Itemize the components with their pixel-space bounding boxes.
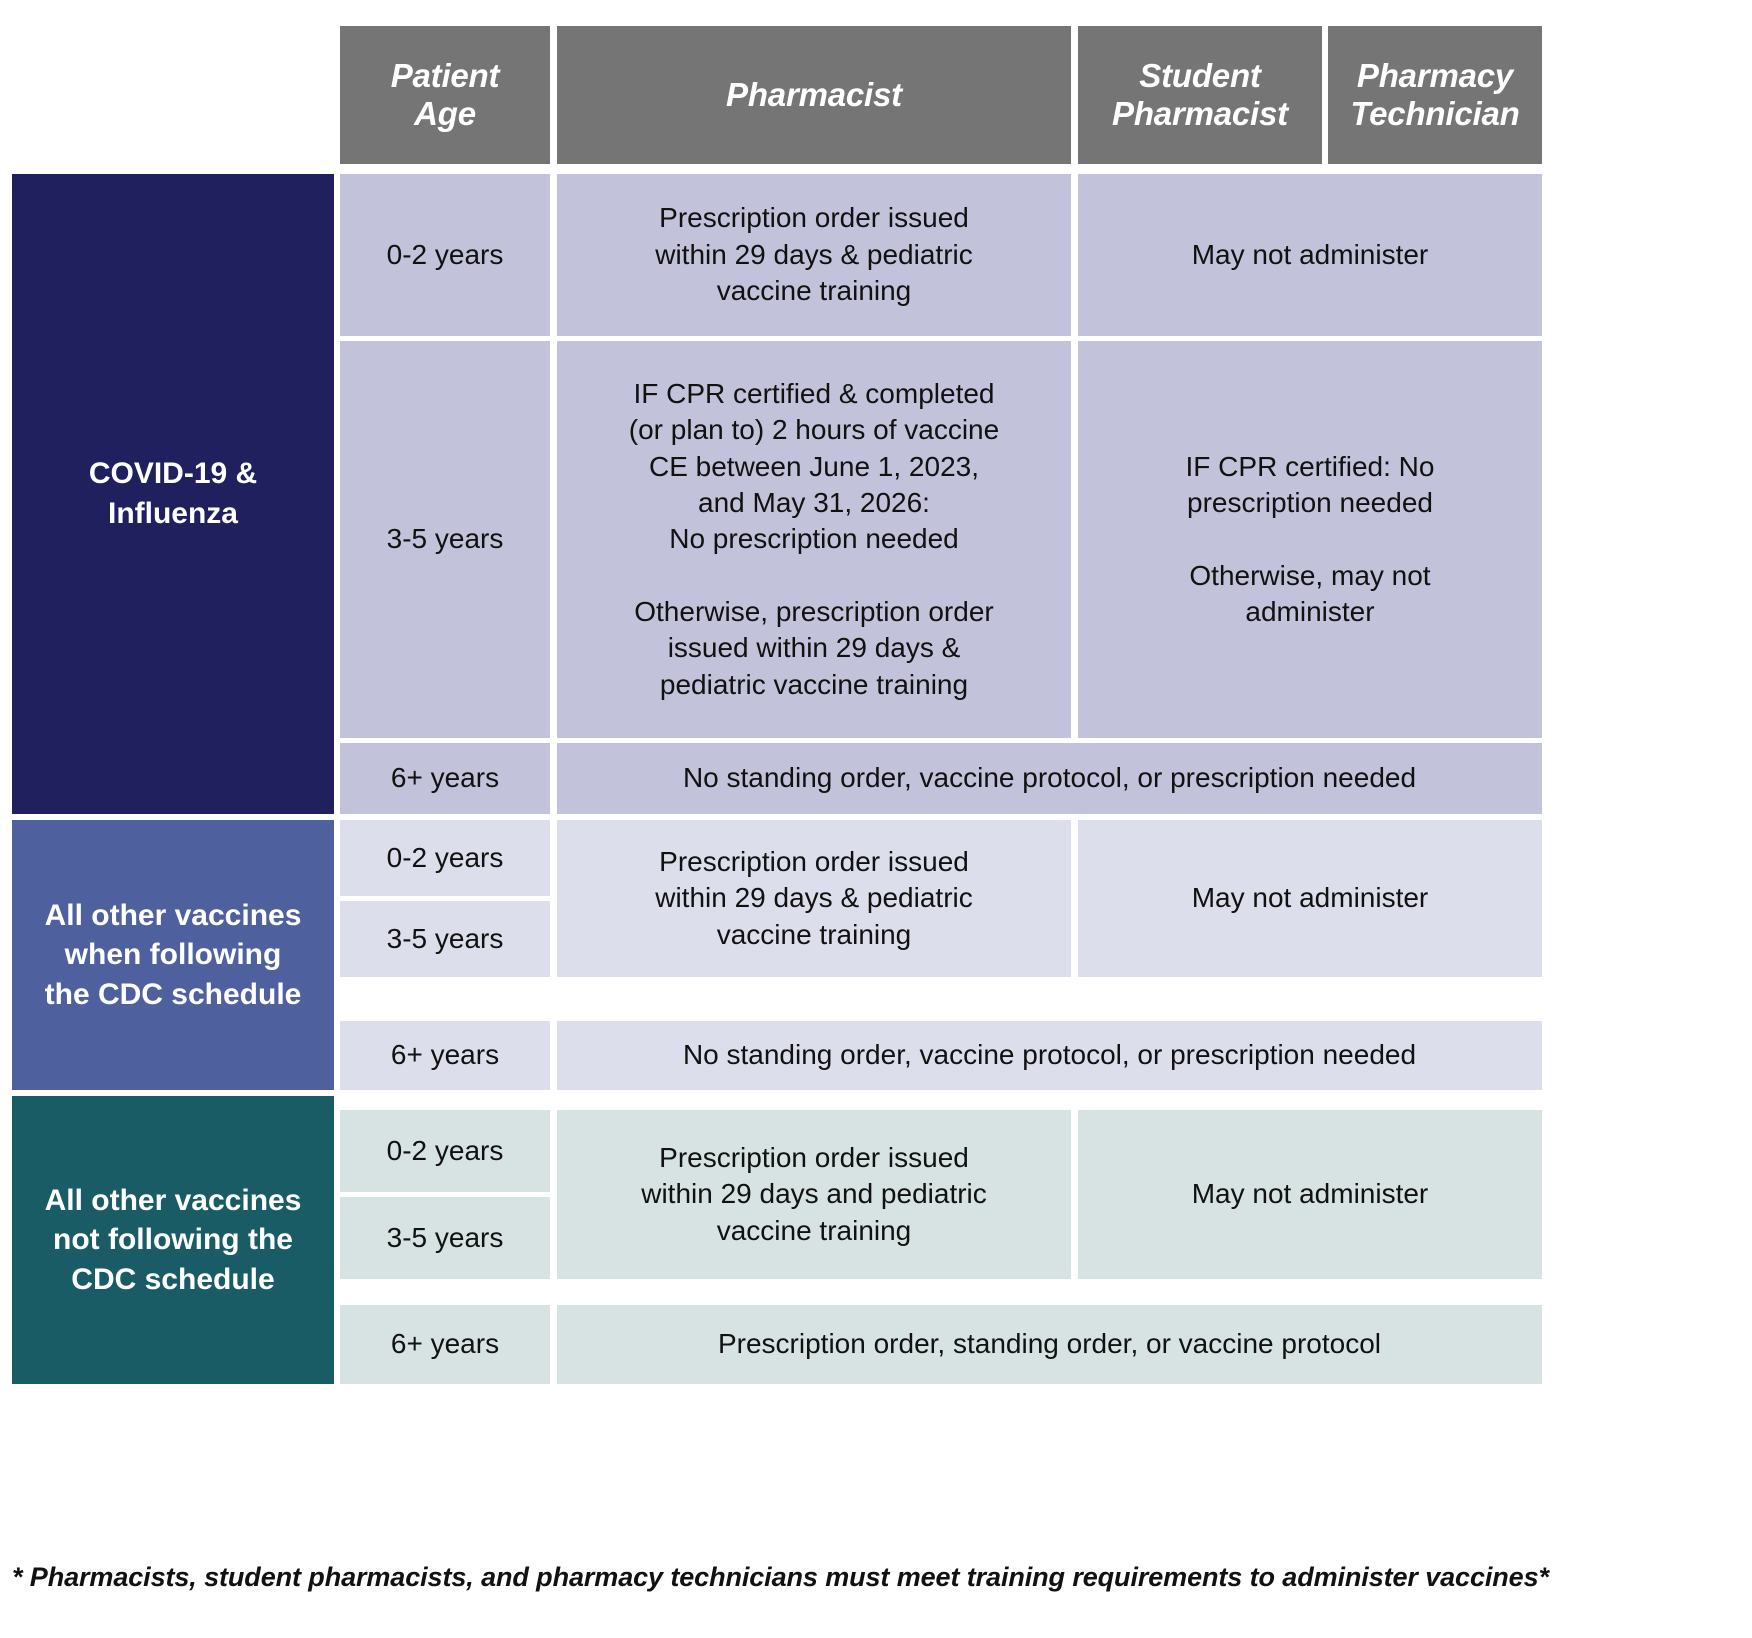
- noncdc-age-3-5: 3-5 years: [340, 1197, 550, 1279]
- covid-age-6-plus: 6+ years: [340, 743, 550, 814]
- noncdc-age-6-plus: 6+ years: [340, 1305, 550, 1384]
- noncdc-student-and-tech-0-5: May not administer: [1078, 1110, 1542, 1279]
- covid-pharmacist-3-5: IF CPR certified & completed (or plan to…: [557, 341, 1071, 738]
- category-covid-influenza: COVID-19 & Influenza: [12, 174, 334, 814]
- noncdc-pharmacist-0-5: Prescription order issued within 29 days…: [557, 1110, 1071, 1279]
- category-other-vaccines-cdc: All other vaccines when following the CD…: [12, 820, 334, 1090]
- covid-age-3-5: 3-5 years: [340, 341, 550, 738]
- category-other-vaccines-not-cdc: All other vaccines not following the CDC…: [12, 1096, 334, 1384]
- covid-pharmacist-0-2: Prescription order issued within 29 days…: [557, 174, 1071, 336]
- cdc-pharmacist-0-5: Prescription order issued within 29 days…: [557, 820, 1071, 977]
- header-pharmacy-technician: Pharmacy Technician: [1328, 26, 1542, 164]
- noncdc-all-roles-6-plus: Prescription order, standing order, or v…: [557, 1305, 1542, 1384]
- cdc-age-3-5: 3-5 years: [340, 901, 550, 977]
- cdc-age-6-plus: 6+ years: [340, 1021, 550, 1090]
- footnote-training-requirements: * Pharmacists, student pharmacists, and …: [12, 1562, 1549, 1592]
- noncdc-age-0-2: 0-2 years: [340, 1110, 550, 1192]
- cdc-age-0-2: 0-2 years: [340, 820, 550, 896]
- header-pharmacist: Pharmacist: [557, 26, 1071, 164]
- cdc-student-and-tech-0-5: May not administer: [1078, 820, 1542, 977]
- covid-student-and-tech-0-2: May not administer: [1078, 174, 1542, 336]
- header-patient-age: Patient Age: [340, 26, 550, 164]
- covid-age-0-2: 0-2 years: [340, 174, 550, 336]
- cdc-all-roles-6-plus: No standing order, vaccine protocol, or …: [557, 1021, 1542, 1090]
- covid-all-roles-6-plus: No standing order, vaccine protocol, or …: [557, 743, 1542, 814]
- covid-student-and-tech-3-5: IF CPR certified: No prescription needed…: [1078, 341, 1542, 738]
- header-student-pharmacist: Student Pharmacist: [1078, 26, 1322, 164]
